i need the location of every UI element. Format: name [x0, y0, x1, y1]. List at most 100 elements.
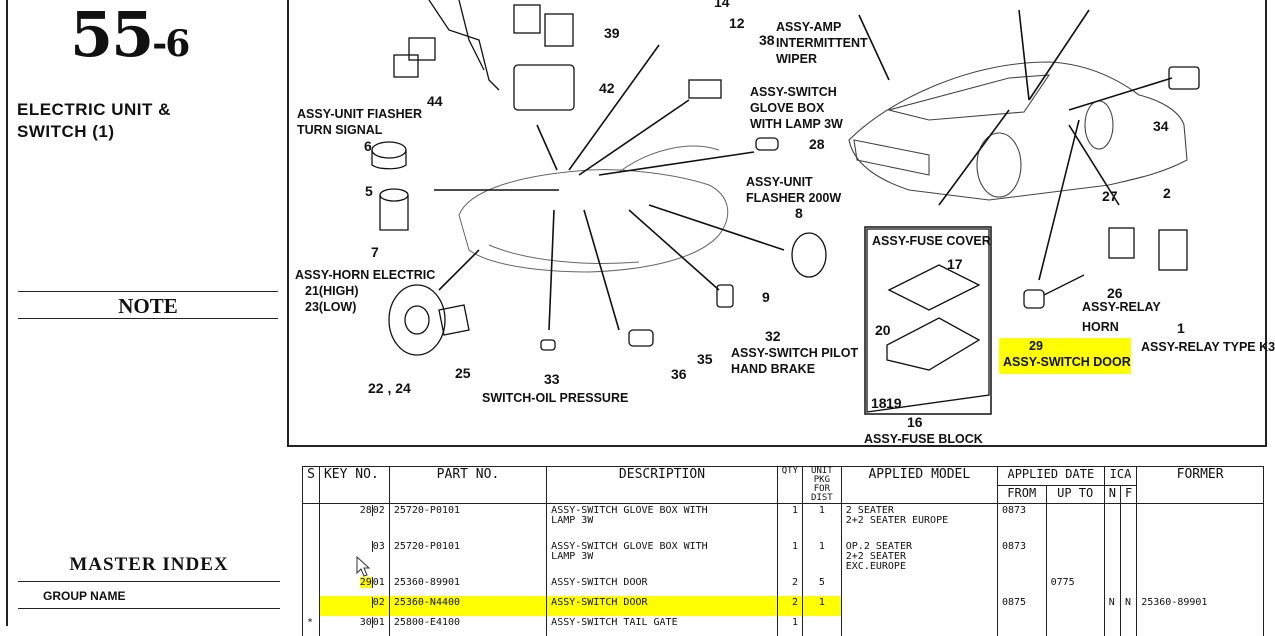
cell-former — [1137, 540, 1264, 576]
diagram-line-art — [289, 0, 1269, 447]
cell-ica-f — [1120, 504, 1136, 541]
callout-42: 42 — [599, 80, 615, 96]
group-name-label: GROUP NAME — [43, 589, 125, 603]
col-header-f: F — [1120, 485, 1136, 504]
fuse-box-art — [867, 229, 989, 412]
cell-part-no: 25800-E4100 — [389, 616, 546, 636]
cell-unit-pkg: 1 — [803, 596, 842, 616]
callout-14: 14 — [714, 0, 730, 10]
cell-from: 0873 — [997, 504, 1046, 541]
cell-applied-model-line: 2+2 SEATER EUROPE — [846, 516, 993, 526]
key-sub-number: 01 — [372, 577, 385, 588]
note-top-rule — [18, 291, 278, 292]
cell-description-line: ASSY-SWITCH DOOR — [551, 578, 773, 588]
cell-s — [303, 504, 320, 541]
cell-applied-model — [841, 596, 997, 616]
col-header-former: FORMER — [1137, 467, 1264, 504]
callout-38: 38 — [759, 32, 775, 48]
col-header-ica: ICA — [1104, 467, 1136, 486]
cell-description-line: LAMP 3W — [551, 516, 773, 526]
cell-from: 0873 — [997, 540, 1046, 576]
col-header-qty: QTY — [777, 467, 802, 504]
cell-key-no: 2802 — [319, 504, 389, 541]
cell-ica-n — [1104, 576, 1120, 596]
cell-description: ASSY-SWITCH DOOR — [547, 576, 778, 596]
fuse-inset-frame — [865, 227, 991, 414]
cell-description: ASSY-SWITCH TAIL GATE — [547, 616, 778, 636]
cell-qty: 2 — [777, 596, 802, 616]
cell-unit-pkg: 1 — [803, 504, 842, 541]
rear-car-outline — [849, 62, 1187, 200]
cell-s — [303, 540, 320, 576]
callout-9: 9 — [762, 289, 770, 305]
cell-former — [1137, 504, 1264, 541]
cell-up-to — [1046, 596, 1104, 616]
col-header-key-no: KEY NO. — [319, 467, 389, 504]
callout-18: 18 — [871, 395, 887, 411]
callout-17: 17 — [947, 256, 963, 272]
key-sub-number: 02 — [372, 505, 385, 516]
key-sub-number: 03 — [372, 541, 385, 552]
col-header-applied-model: APPLIED MODEL — [841, 467, 997, 504]
cell-from: 0875 — [997, 596, 1046, 616]
col-header-n: N — [1104, 485, 1120, 504]
section-title: ELECTRIC UNIT & SWITCH (1) — [17, 99, 171, 143]
cell-key-no: 02 — [319, 596, 389, 616]
callout-44: 44 — [427, 93, 443, 109]
cell-key-no: 3001 — [319, 616, 389, 636]
cell-up-to — [1046, 504, 1104, 541]
callout-22-24: 22 , 24 — [368, 380, 411, 396]
cell-ica-n — [1104, 616, 1120, 636]
callout-16: 16 — [907, 414, 923, 430]
label-door-switch: ASSY-SWITCH DOOR — [999, 354, 1131, 370]
callout-39: 39 — [604, 25, 620, 41]
label-door-switch-highlighted[interactable]: 29 ASSY-SWITCH DOOR — [999, 338, 1131, 374]
group-name-rule — [18, 608, 280, 609]
cell-from — [997, 616, 1046, 636]
callout-27: 27 — [1102, 188, 1118, 204]
callout-25: 25 — [455, 365, 471, 381]
cell-ica-n: N — [1104, 596, 1120, 616]
cell-description-line: LAMP 3W — [551, 552, 773, 562]
col-header-from: FROM — [997, 485, 1046, 504]
note-title: NOTE — [18, 294, 278, 319]
callout-5: 5 — [365, 183, 373, 199]
section-number: 55-6 — [70, 0, 188, 79]
key-sub-number: 02 — [372, 597, 385, 608]
callout-7: 7 — [371, 244, 379, 260]
callout-28: 28 — [809, 136, 825, 152]
callout-8: 8 — [795, 205, 803, 221]
cell-unit-pkg: 1 — [803, 540, 842, 576]
cell-ica-f — [1120, 616, 1136, 636]
cell-up-to — [1046, 616, 1104, 636]
callout-33: 33 — [544, 371, 560, 387]
key-sub-number: 01 — [372, 617, 385, 628]
callout-19: 19 — [886, 395, 902, 411]
col-header-applied-date: APPLIED DATE — [997, 467, 1104, 486]
mouse-cursor-icon — [356, 556, 370, 578]
callout-20: 20 — [875, 322, 891, 338]
col-header-description: DESCRIPTION — [547, 467, 778, 504]
cell-key-no: 03 — [319, 540, 389, 576]
page-left-border — [6, 0, 8, 626]
cell-unit-pkg: 5 — [803, 576, 842, 596]
cell-qty: 1 — [777, 616, 802, 636]
cell-part-no: 25720-P0101 — [389, 504, 546, 541]
cell-ica-f — [1120, 576, 1136, 596]
callout-35: 35 — [697, 351, 713, 367]
callout-32: 32 — [765, 328, 781, 344]
master-index-title[interactable]: MASTER INDEX — [18, 554, 280, 576]
